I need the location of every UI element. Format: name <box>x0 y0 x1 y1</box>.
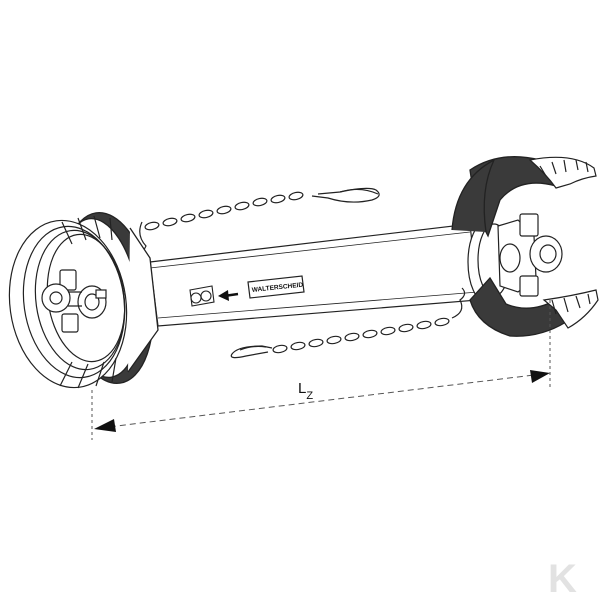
lower-safety-chain <box>230 287 466 359</box>
snap-hook-upper <box>311 187 380 203</box>
dimension-line <box>99 373 543 429</box>
dimension-label: LZ <box>298 380 313 402</box>
watermark-letter: K <box>548 557 577 600</box>
dimension-arrow-left <box>94 419 116 432</box>
direction-arrow-icon <box>218 290 239 301</box>
lock-pin-icon <box>189 285 215 307</box>
right-end-shield <box>528 156 599 329</box>
right-universal-joint <box>497 213 563 297</box>
watermark-logo: K <box>548 557 577 600</box>
dimension-lz <box>91 300 551 440</box>
left-universal-joint <box>41 269 107 333</box>
dimension-label-main: L <box>298 380 306 397</box>
snap-hook-lower <box>230 345 273 359</box>
dimension-arrow-right <box>530 370 550 383</box>
shaft-tube <box>149 223 479 327</box>
brand-plate: WALTERSCHEID <box>247 275 305 299</box>
right-guard-cone <box>451 156 567 337</box>
dimension-label-subscript: Z <box>306 390 313 402</box>
